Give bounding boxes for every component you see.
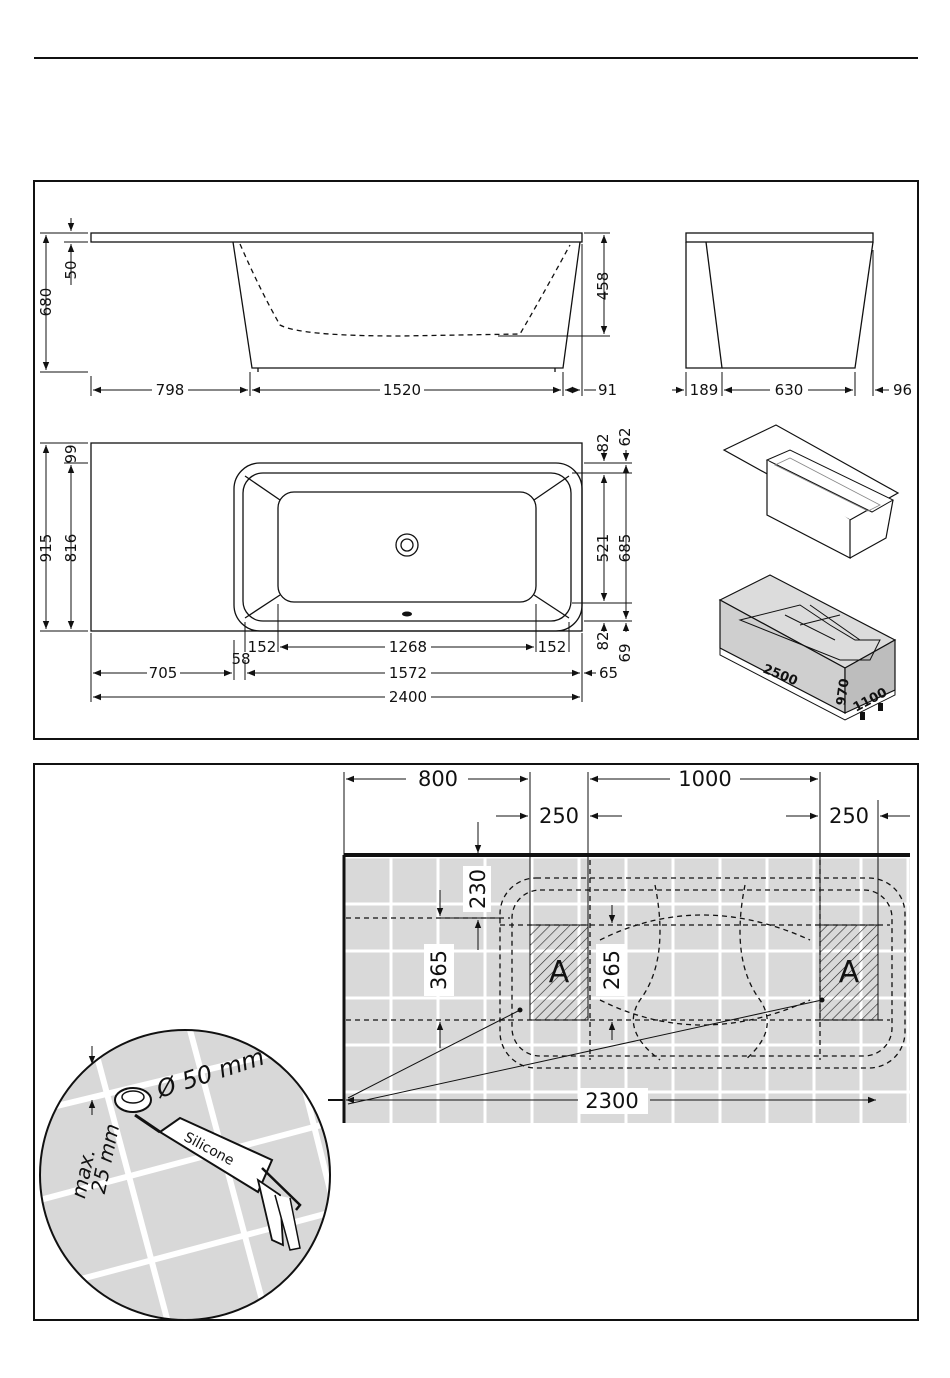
- floor-tile: [438, 1045, 485, 1092]
- dim-1572: 1572: [389, 664, 427, 682]
- floor-tile: [908, 1092, 950, 1139]
- floor-tile: [485, 951, 532, 998]
- iso-bath: [724, 425, 898, 558]
- dim-82-top: 82: [594, 433, 612, 452]
- floor-tile: [673, 951, 720, 998]
- floor-tile: [673, 1045, 720, 1092]
- floor-tile: [391, 904, 438, 951]
- floor-tile: [485, 904, 532, 951]
- plan-view: 915 816 99 521 685 82 62 82 69 152 1268 …: [37, 427, 634, 706]
- dim-2400: 2400: [389, 688, 427, 706]
- dim-1000: 1000: [678, 767, 731, 791]
- dim-1268: 1268: [389, 638, 427, 656]
- dim-365: 365: [427, 950, 451, 990]
- end-view: 189 630 96: [672, 233, 912, 399]
- zone-a-left-label: A: [549, 955, 570, 990]
- dim-630: 630: [775, 381, 804, 399]
- zone-a-right-label: A: [839, 955, 860, 990]
- dim-230: 230: [466, 869, 490, 909]
- dim-65: 65: [599, 664, 618, 682]
- dim-152-right: 152: [538, 638, 567, 656]
- dim-798: 798: [156, 381, 185, 399]
- floor-tile: [626, 857, 673, 904]
- dim-800: 800: [418, 767, 458, 791]
- floor-tile: [673, 857, 720, 904]
- floor-tile: [438, 998, 485, 1045]
- dim-250-right: 250: [829, 804, 869, 828]
- floor-tile: [814, 1092, 861, 1139]
- dim-816: 816: [62, 534, 80, 563]
- plan-outline: [91, 443, 582, 631]
- floor-tile: [532, 857, 579, 904]
- floor-tile: [767, 904, 814, 951]
- detail-circle: max. 25 mm Ø 50 mm Silicone: [40, 1030, 344, 1330]
- floor-tile: [485, 857, 532, 904]
- floor-tile: [344, 857, 391, 904]
- floor-tile: [391, 1045, 438, 1092]
- dim-91: 91: [598, 381, 617, 399]
- floor-tile: [814, 857, 861, 904]
- side-basin-hidden: [240, 244, 570, 336]
- floor-tile: [767, 857, 814, 904]
- plan-rim: [234, 463, 582, 631]
- dim-96: 96: [893, 381, 912, 399]
- floor-tile: [908, 998, 950, 1045]
- floor-tile: [344, 998, 391, 1045]
- floor-tile: [532, 1092, 579, 1139]
- side-body: [233, 242, 580, 368]
- dim-685: 685: [616, 534, 634, 563]
- plan-floor: [278, 492, 536, 602]
- side-rim: [91, 233, 582, 242]
- floor-tile: [626, 904, 673, 951]
- side-view: 680 50 458 798 1520 91: [37, 218, 617, 399]
- dim-458: 458: [594, 272, 612, 301]
- floor-tile: [391, 998, 438, 1045]
- floor-tile: [767, 998, 814, 1045]
- dim-62: 62: [616, 427, 634, 446]
- floor-tile: [391, 857, 438, 904]
- floor-tile: [861, 1045, 908, 1092]
- floor-tile: [626, 951, 673, 998]
- dim-680: 680: [37, 288, 55, 317]
- floor-tile: [720, 951, 767, 998]
- floor-tile: [673, 998, 720, 1045]
- dim-705: 705: [149, 664, 178, 682]
- dim-250-left: 250: [539, 804, 579, 828]
- floor-tile: [344, 1092, 391, 1139]
- floor-tile: [673, 1092, 720, 1139]
- floor-tile: [673, 904, 720, 951]
- dim-82-bottom: 82: [594, 631, 612, 650]
- dim-915: 915: [37, 534, 55, 563]
- floor-tile: [344, 951, 391, 998]
- floor-tile: [720, 1092, 767, 1139]
- package-box: 2500 970 1100: [720, 575, 895, 720]
- floor-tile: [767, 1092, 814, 1139]
- floor-tile: [391, 1092, 438, 1139]
- floor-tile: [579, 857, 626, 904]
- dim-99: 99: [62, 444, 80, 463]
- dim-521: 521: [594, 534, 612, 563]
- plan-basin: [243, 473, 571, 621]
- dim-69: 69: [616, 643, 634, 662]
- dim-2300: 2300: [585, 1089, 638, 1113]
- floor-tile: [908, 904, 950, 951]
- floor-tile: [720, 904, 767, 951]
- dim-265: 265: [600, 950, 624, 990]
- floor-tile: [344, 1045, 391, 1092]
- floor-tile: [908, 1045, 950, 1092]
- floor-tile: [485, 1092, 532, 1139]
- floor-tile: [767, 951, 814, 998]
- dim-152-left: 152: [248, 638, 277, 656]
- floor-tile: [908, 857, 950, 904]
- floor-tile: [485, 998, 532, 1045]
- floor-tile: [344, 904, 391, 951]
- dim-189: 189: [690, 381, 719, 399]
- drain-icon: [396, 534, 418, 556]
- floor-tile: [908, 951, 950, 998]
- floor-tile: [861, 1092, 908, 1139]
- dim-50: 50: [62, 260, 80, 279]
- floor-tile: [438, 1092, 485, 1139]
- dim-1520: 1520: [383, 381, 421, 399]
